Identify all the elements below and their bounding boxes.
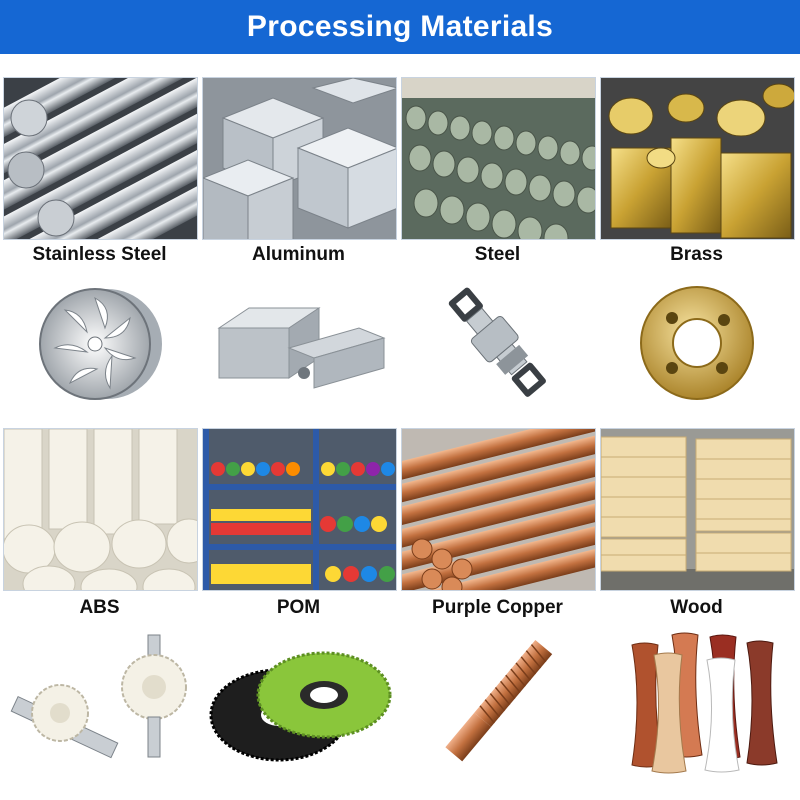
wood-part: [597, 625, 796, 775]
pom-part: [199, 625, 398, 775]
wood-photo: [600, 428, 795, 591]
purple-copper-part: [398, 625, 597, 775]
wood-stacks-icon: [601, 429, 794, 590]
wood-turned-parts-icon: [630, 632, 778, 774]
steel-photo: [401, 77, 596, 240]
material-label-stainless-steel: Stainless Steel: [32, 244, 167, 265]
material-label-purple-copper: Purple Copper: [432, 597, 563, 618]
aluminum-bracket-part-icon: [216, 307, 386, 389]
aluminum-photo: [202, 77, 397, 240]
material-label-wood: Wood: [670, 597, 723, 618]
abs-photo: [3, 428, 198, 591]
stainless-steel-wheel-part-icon: [38, 288, 162, 400]
page-title-banner: Processing Materials: [0, 0, 800, 54]
material-label-steel: Steel: [474, 244, 521, 265]
material-label-pom: POM: [276, 597, 321, 618]
pom-gear-part-icon: [209, 651, 391, 762]
brass-part: [597, 268, 796, 418]
abs-rods-icon: [4, 429, 197, 590]
steel-part: [398, 268, 597, 418]
brass-rods-icon: [601, 78, 794, 239]
stainless-steel-photo: [3, 77, 198, 240]
pom-rods-shelf-icon: [203, 429, 396, 590]
copper-rods-icon: [402, 429, 595, 590]
material-label-brass: Brass: [670, 244, 723, 265]
steel-rods-icon: [402, 78, 595, 239]
abs-part: [0, 625, 199, 775]
pom-photo: [202, 428, 397, 591]
copper-threaded-rod-part-icon: [444, 639, 552, 762]
brass-photo: [600, 77, 795, 240]
steel-shaft-part-icon: [448, 287, 546, 397]
material-label-abs: ABS: [79, 597, 120, 618]
material-label-aluminum: Aluminum: [252, 244, 345, 265]
aluminum-part: [199, 268, 398, 418]
purple-copper-photo: [401, 428, 596, 591]
stainless-steel-bars-icon: [4, 78, 197, 239]
page-title: Processing Materials: [246, 10, 554, 43]
stainless-steel-part: [0, 268, 199, 418]
brass-ring-part-icon: [639, 286, 754, 400]
aluminum-blocks-icon: [203, 78, 396, 239]
abs-gear-part-icon: [10, 634, 187, 759]
